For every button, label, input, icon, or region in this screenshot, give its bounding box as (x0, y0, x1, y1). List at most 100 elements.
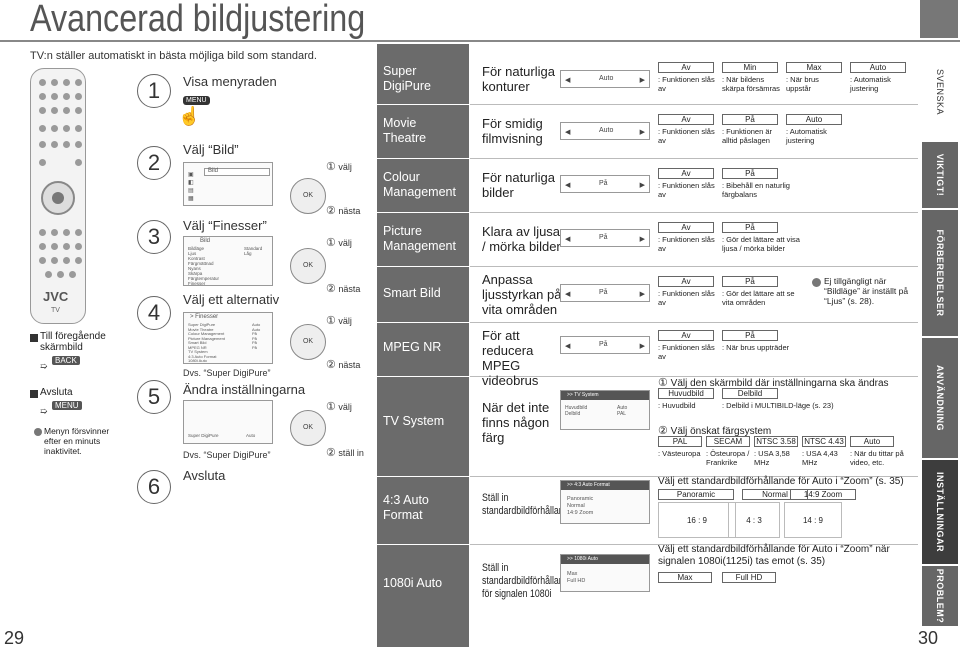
row-desc-colour: För naturliga bilder (482, 170, 555, 200)
option-auto: Auto (786, 114, 842, 125)
triangle-left-icon: ◀ (565, 129, 571, 136)
row-divider (470, 212, 918, 213)
ok-dial-icon: OK (290, 410, 326, 446)
row-divider (470, 158, 918, 159)
tab-label: PROBLEM? (935, 568, 945, 624)
select-value: På (599, 234, 608, 241)
option-av: Av (658, 168, 714, 179)
menu-button[interactable]: MENU (183, 96, 210, 105)
menu-icons: ▣◧▤▦ (188, 172, 194, 202)
remote-brand: JVC (43, 289, 69, 304)
tab-problem[interactable]: PROBLEM? (922, 566, 958, 626)
option-149zoom: 14:9 Zoom (790, 489, 856, 500)
option-delbild: Delbild (722, 388, 778, 399)
tab-label: VIKTIGT! (935, 153, 945, 197)
option-note: : När brus uppträder (722, 343, 790, 352)
option-note: : När bildens skärpa försämras (722, 75, 780, 93)
screen-list-item: Standard (244, 246, 263, 251)
remote-label: TV (51, 307, 60, 314)
menu-screen: Bild ▣◧▤▦ (183, 162, 273, 206)
option-av: Av (658, 62, 714, 73)
step-title: Välj “Bild” (183, 142, 239, 157)
screen-list-item: Movie Theatre (188, 326, 214, 332)
option-secam: SECAM (706, 436, 750, 447)
step-number: 2 (137, 146, 171, 180)
select-value: Auto (599, 75, 614, 82)
action-set: ② ställ in (326, 447, 364, 459)
triangle-right-icon: ▶ (639, 343, 645, 350)
screen-list-item: På (252, 331, 257, 336)
option-auto: Auto (850, 62, 906, 73)
bullet-icon (812, 278, 821, 287)
tab-label: ANVÄNDNING (935, 364, 945, 432)
screen-list-item: Låg (244, 251, 252, 256)
screen-list-item: TV System (188, 349, 208, 354)
select-movie[interactable]: ◀ Auto ▶ (560, 122, 650, 140)
tab-label: SVENSKA (935, 68, 945, 116)
hand-press-icon: ➯ (40, 361, 48, 371)
action-next: ② nästa (326, 283, 361, 295)
prev-screen-note: Till föregående skärmbild (40, 331, 106, 353)
triangle-right-icon: ▶ (639, 129, 645, 136)
option-note: : Gör det lättare att visa ljusa / mörka… (722, 235, 800, 253)
tab-svenska[interactable]: SVENSKA (922, 44, 958, 140)
step-number: 5 (137, 380, 171, 414)
page-number-right: 30 (918, 628, 939, 648)
action-select: ① välj (326, 237, 352, 249)
back-button[interactable]: BACK (52, 356, 80, 365)
select-value: På (599, 180, 608, 187)
option-note: : Funktionen slås av (658, 181, 715, 199)
select-value: Auto (599, 127, 614, 134)
tab-forberedelser[interactable]: FÖRBEREDELSER (922, 210, 958, 336)
ok-dial-icon: OK (290, 248, 326, 284)
select-picture[interactable]: ◀ På ▶ (560, 229, 650, 247)
triangle-left-icon: ◀ (565, 343, 571, 350)
select-digipure[interactable]: ◀ Auto ▶ (560, 70, 650, 88)
option-note: : Bibehåll en naturlig färgbalans (722, 181, 790, 199)
screen-list-item: På (252, 344, 257, 350)
row-divider (470, 544, 918, 545)
cat-colour-management: Colour Management (383, 170, 456, 199)
page-title: Avancerad bildjustering (30, 0, 366, 40)
tvsystem-step1: ① Välj den skärmbild där inställningarna… (658, 377, 889, 389)
step-number: 3 (137, 220, 171, 254)
action-next: ② nästa (326, 205, 361, 217)
category-divider (377, 476, 469, 477)
option-note: : Funktionen slås av (658, 127, 715, 145)
option-pa: På (722, 168, 778, 179)
option-note: : USA 4,43 MHz (802, 449, 838, 467)
screen-list-item: Nyans (188, 266, 201, 271)
tab-installningar[interactable]: INSTÄLLNINGAR (922, 460, 958, 564)
step-title: Välj ett alternativ (183, 292, 280, 307)
screen-list-item: Smart Bild (188, 340, 207, 345)
tab-viktigt[interactable]: VIKTIGT! (922, 142, 958, 208)
option-note: : Gör det lättare att se vita områden (722, 289, 795, 307)
screen-title: >> TV System (567, 392, 599, 398)
screen-list-item: På (252, 340, 257, 345)
option-min: Min (722, 62, 778, 73)
smart-aside-note: Ej tillgängligt när “Bildläge” är instäl… (824, 276, 909, 306)
option-pa: På (722, 114, 778, 125)
tvsystem-step2: ② Välj önskat färgsystem (658, 425, 772, 437)
row-desc-auto1080: Ställ in standardbildförhållande för sig… (482, 562, 574, 600)
row-desc-digipure: För naturliga konturer (482, 64, 555, 94)
select-colour[interactable]: ◀ På ▶ (560, 175, 650, 193)
option-note: : Östeuropa / Frankrike (706, 449, 750, 467)
tab-anvandning[interactable]: ANVÄNDNING (922, 338, 958, 458)
option-av: Av (658, 276, 714, 287)
cat-super-digipure: Super DigiPure (383, 64, 431, 93)
select-smart[interactable]: ◀ På ▶ (560, 284, 650, 302)
cat-picture-management: Picture Management (383, 224, 456, 253)
screen-item: Super DigiPure (188, 433, 219, 438)
remote-dial-icon (41, 181, 75, 215)
select-mpeg[interactable]: ◀ På ▶ (560, 336, 650, 354)
option-note: : Funktionen slås av (658, 343, 715, 361)
menu-button[interactable]: MENU (52, 401, 82, 410)
auto43-heading: Välj ett standardbildförhållande för Aut… (658, 476, 904, 487)
